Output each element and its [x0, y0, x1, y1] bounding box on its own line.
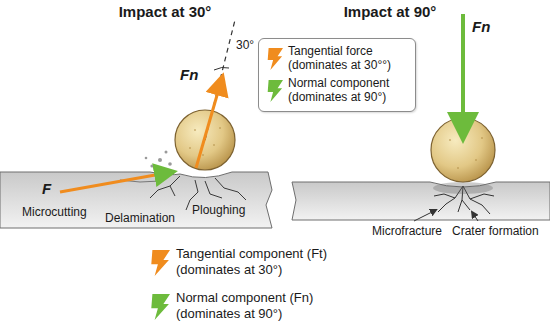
ground-left	[0, 172, 272, 228]
normal-force-arrow	[196, 78, 222, 168]
force-symbol: F	[42, 180, 51, 198]
mechanism-label: Crater formation	[452, 224, 539, 238]
legend-text: Tangential component (Ft) (dominates at …	[176, 246, 354, 278]
panel-title: Impact at 30°	[119, 3, 212, 21]
angle-label: 30°	[236, 38, 254, 52]
debris-chips	[145, 151, 172, 168]
angle-arc	[214, 67, 229, 70]
panel-title: Impact at 90°	[344, 3, 437, 21]
mechanism-label: Delamination	[105, 211, 175, 225]
legend-swatch	[148, 250, 170, 276]
force-symbol: Fn	[180, 66, 198, 84]
normal-force-arrow	[461, 14, 465, 136]
legend-text: Tangential force (dominates at 30°°)	[288, 44, 408, 72]
mechanism-label: Ploughing	[192, 203, 245, 217]
leader-line	[472, 212, 478, 221]
legend-text: Normal component (Fn) (dominates at 90°)	[176, 290, 354, 322]
legend-swatch	[148, 294, 170, 320]
mechanism-label: Microcutting	[22, 205, 87, 219]
tangential-force-arrow	[60, 172, 172, 192]
leader-line	[414, 210, 436, 221]
mechanism-label: Microfracture	[372, 224, 442, 238]
legend-text: Normal component (dominates at 90°)	[288, 76, 408, 104]
force-symbol: Fn	[472, 18, 490, 36]
ground-right	[292, 182, 550, 220]
